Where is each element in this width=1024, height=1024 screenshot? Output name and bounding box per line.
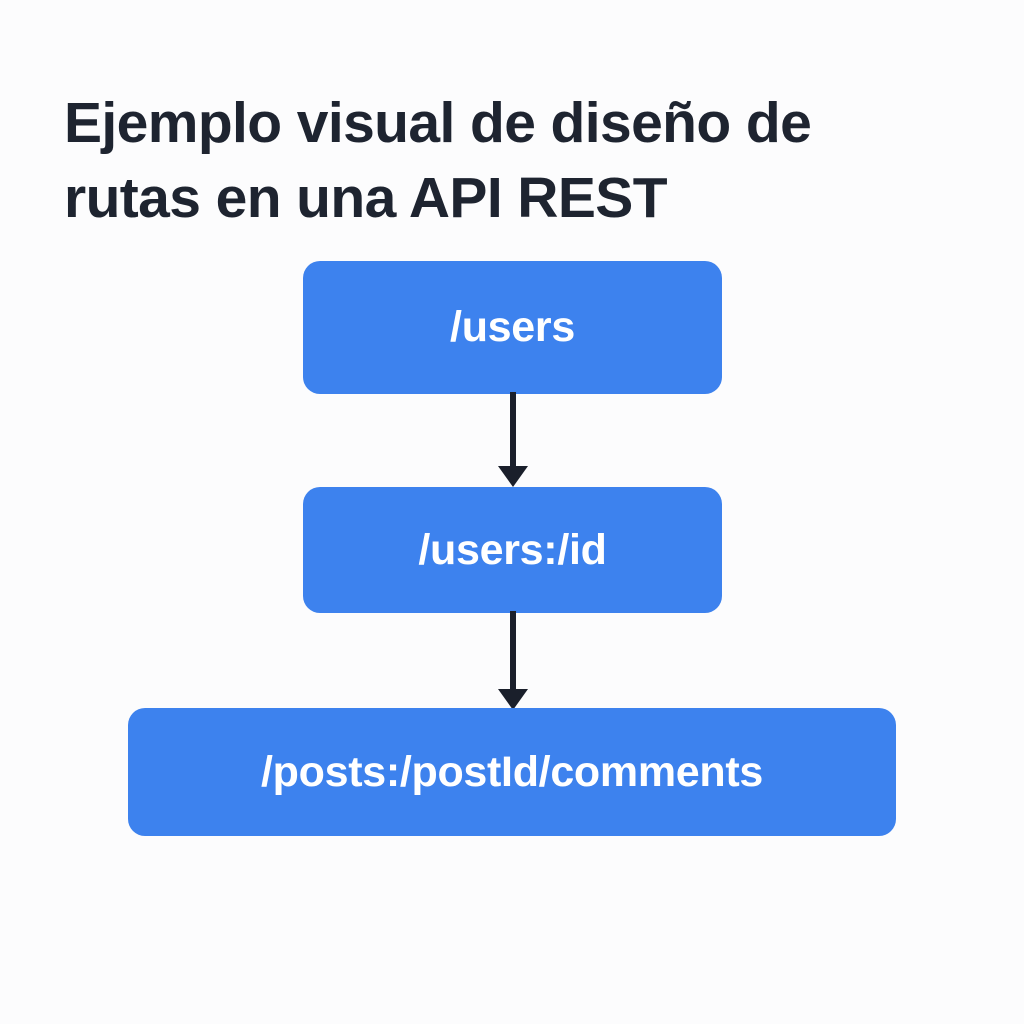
flow-node-users-label: /users	[450, 303, 575, 351]
flow-node-posts-comments[interactable]: /posts:/postId/comments	[128, 708, 896, 836]
arrow-down-icon	[498, 392, 528, 487]
flow-node-users[interactable]: /users	[303, 261, 722, 394]
arrow-users-to-users-id	[493, 392, 533, 488]
arrow-down-icon	[498, 611, 528, 710]
flow-node-users-id-label: /users:/id	[418, 525, 607, 574]
arrow-users-id-to-posts-comments	[493, 611, 533, 711]
page-title: Ejemplo visual de diseño de rutas en una…	[64, 91, 812, 230]
flow-node-posts-comments-label: /posts:/postId/comments	[261, 747, 763, 796]
flow-node-users-id[interactable]: /users:/id	[303, 487, 722, 613]
